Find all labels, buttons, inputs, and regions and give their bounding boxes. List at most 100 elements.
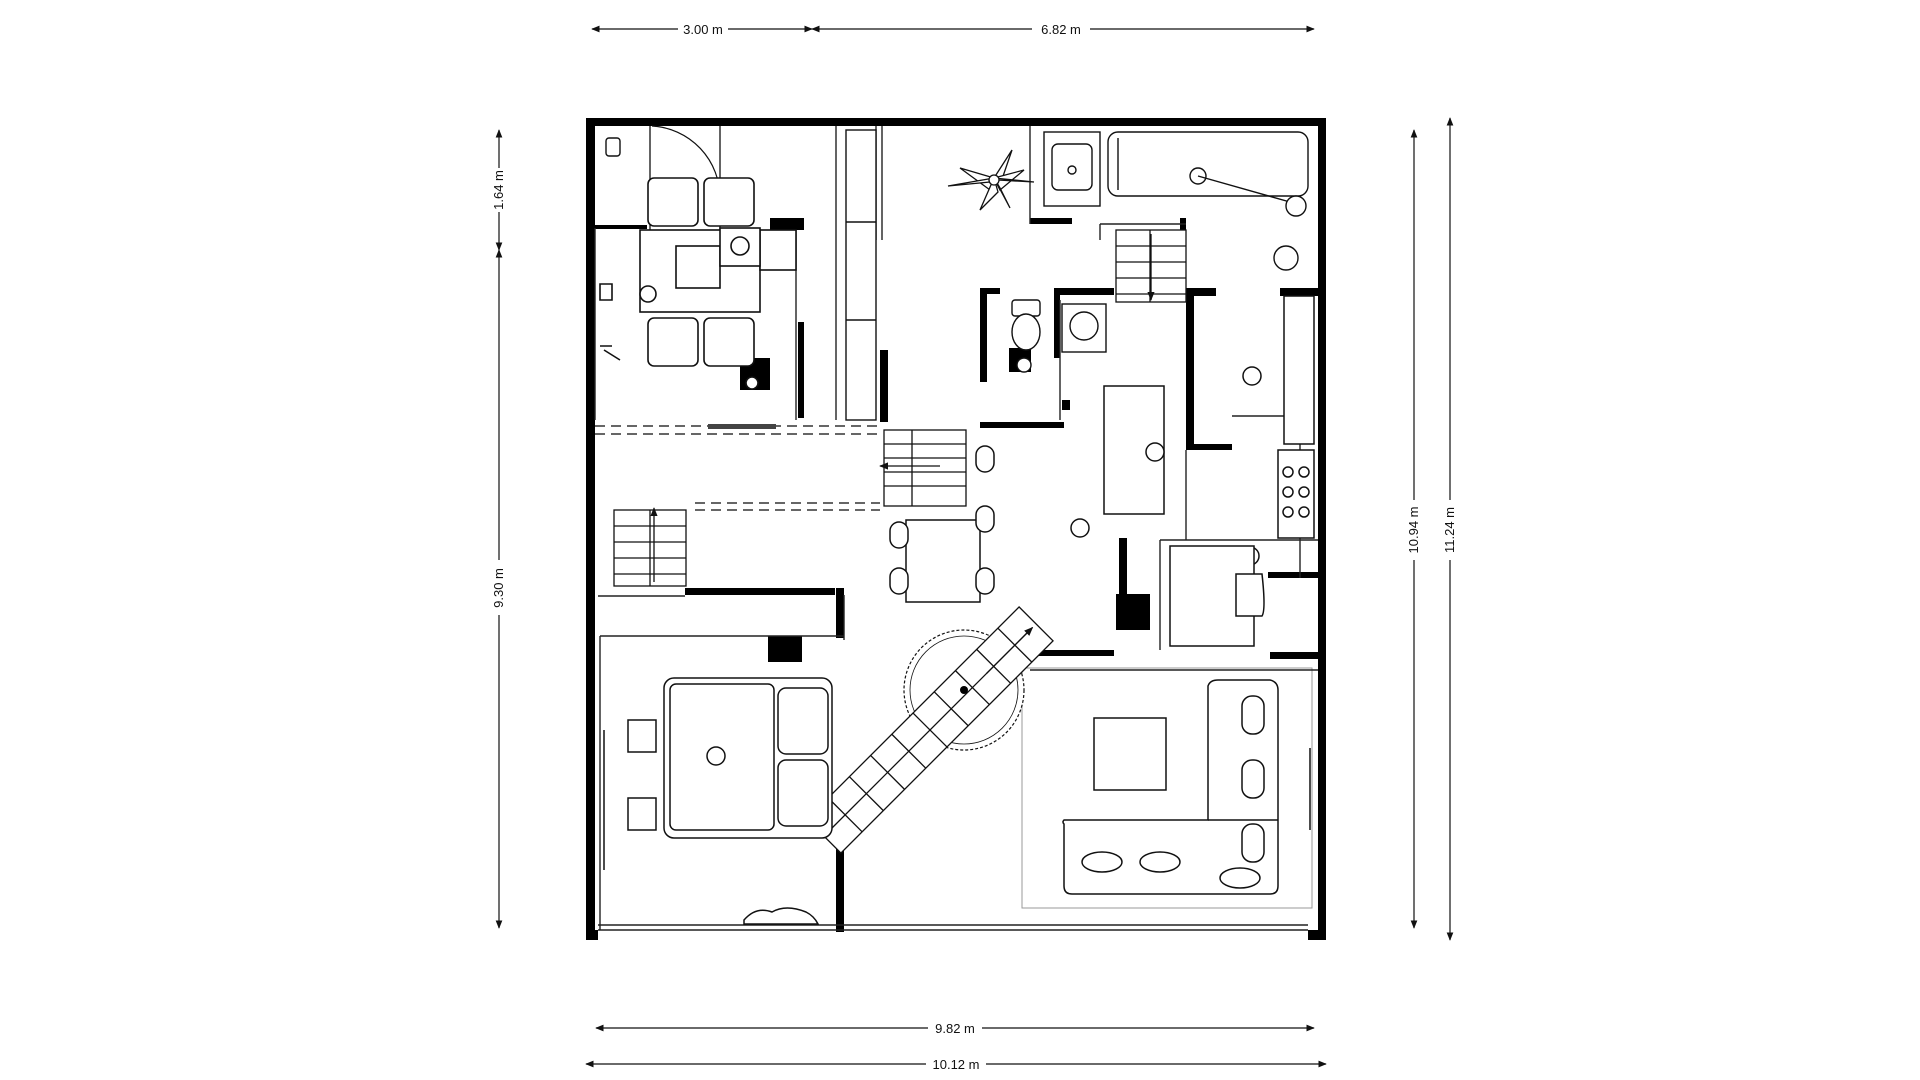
wall-bedroom-right xyxy=(836,588,844,638)
sofa-cushion xyxy=(1081,851,1123,873)
wall-stair-post xyxy=(880,350,888,422)
sofa-cushion xyxy=(1241,823,1265,863)
bedroom xyxy=(603,677,833,925)
counter-top xyxy=(1283,295,1315,445)
light-fixture-icon xyxy=(639,285,657,303)
light-fixture-icon xyxy=(1016,357,1032,373)
basin-icon xyxy=(1069,311,1099,341)
bar-table xyxy=(905,519,981,603)
wall-kitchen-top xyxy=(1268,572,1318,578)
wall-bath-mid xyxy=(1054,288,1060,358)
wall-room-top-right xyxy=(1280,288,1318,296)
burner-icon xyxy=(1282,486,1294,498)
wall-bath-top-right xyxy=(1054,288,1114,295)
nightstand xyxy=(627,719,657,753)
corridor-dashes xyxy=(595,425,880,511)
wall-room-top xyxy=(1180,288,1216,296)
dining-chair xyxy=(703,317,755,367)
bar-stool xyxy=(975,505,995,533)
bathtub xyxy=(1107,131,1309,197)
light-fixture-icon xyxy=(706,746,726,766)
outer-wall-bottom-left xyxy=(586,930,598,940)
outer-wall-top xyxy=(586,118,1326,126)
stair-upper-small xyxy=(1115,229,1187,303)
light-fixture-icon xyxy=(1070,518,1090,538)
wall-bedroom-right-lower xyxy=(836,836,844,932)
outer-wall-bottom-right xyxy=(1308,930,1326,940)
dining-area xyxy=(599,177,797,390)
outer-wall-right xyxy=(1318,118,1326,940)
dim-label-left-upper: 1.64 m xyxy=(491,170,506,210)
outer-wall-left xyxy=(586,118,595,940)
nightstand xyxy=(627,797,657,831)
wall-block-bed xyxy=(768,636,802,662)
burner-icon xyxy=(1282,466,1294,478)
light-fixture-icon xyxy=(1145,442,1165,462)
wall-bath-bottom xyxy=(980,422,1064,428)
bar-stool xyxy=(889,567,909,595)
wall-room-bottom xyxy=(1186,444,1232,450)
wall-stub xyxy=(1062,400,1070,410)
bench-left xyxy=(845,129,877,421)
wall-dining-right xyxy=(798,322,804,418)
wall-room-left xyxy=(1186,290,1194,450)
sliding-door-bar xyxy=(708,424,776,429)
dim-label-bottom-outer: 10.12 m xyxy=(933,1057,980,1072)
shoes-icon xyxy=(743,907,820,925)
wall-living-top-right xyxy=(1270,652,1318,659)
dimension-annotations xyxy=(495,25,1454,1068)
wc-toilet-paper xyxy=(605,137,621,157)
wall-laundry-bottom xyxy=(1030,218,1072,224)
wall-bath-top xyxy=(980,288,1000,294)
wall-block-left xyxy=(1116,594,1150,630)
sofa-cushion xyxy=(1139,851,1181,873)
shelf xyxy=(759,229,797,271)
bed-pillow xyxy=(777,759,829,827)
wall-bedroom-top xyxy=(685,588,835,595)
shower-handle-icon xyxy=(1285,195,1307,217)
stair-left xyxy=(613,507,687,587)
bar-counter xyxy=(889,445,995,603)
wc-center xyxy=(1011,299,1107,373)
stair-center-dot xyxy=(960,686,968,694)
living-room xyxy=(1062,679,1311,895)
light-fixture-icon xyxy=(1242,366,1262,386)
bed-pillow xyxy=(777,687,829,755)
coffee-table xyxy=(1093,717,1167,791)
chair-left xyxy=(599,283,621,361)
light-fixture-icon xyxy=(745,376,759,390)
bar-stool xyxy=(889,521,909,549)
dining-centerpiece xyxy=(675,245,721,289)
light-fixture-icon xyxy=(1273,245,1299,271)
dim-label-top-left: 3.00 m xyxy=(683,22,723,37)
toilet-bowl-icon xyxy=(1011,313,1041,351)
sofa-cushion xyxy=(1241,759,1265,799)
wall-wc-bottom xyxy=(595,225,647,229)
burner-icon xyxy=(1298,466,1310,478)
dim-label-top-right: 6.82 m xyxy=(1041,22,1081,37)
stair-center xyxy=(879,429,967,507)
clock-icon xyxy=(730,236,750,256)
burner-icon xyxy=(1298,486,1310,498)
laundry-bath xyxy=(1043,131,1309,271)
dim-label-bottom-inner: 9.82 m xyxy=(935,1021,975,1036)
dim-label-left-lower: 9.30 m xyxy=(491,568,506,608)
dining-chair xyxy=(703,177,755,227)
plant-icon xyxy=(947,149,1035,211)
wall-dining-right-top xyxy=(770,218,804,230)
dining-chair xyxy=(647,317,699,367)
sofa-cushion xyxy=(1219,867,1261,889)
dim-label-right-inner: 10.94 m xyxy=(1406,507,1421,554)
wall-center-post xyxy=(1119,538,1127,618)
office-chair xyxy=(1235,573,1265,617)
dim-label-right-outer: 11.24 m xyxy=(1442,507,1457,553)
drain-icon xyxy=(1067,165,1077,175)
bar-stool xyxy=(975,445,995,473)
wall-bath-left xyxy=(980,288,987,382)
sectional-sofa xyxy=(1062,679,1279,895)
bar-stool xyxy=(975,567,995,595)
kitchen-area xyxy=(1070,295,1315,647)
kitchen-island xyxy=(1103,385,1165,515)
living-rug xyxy=(1021,667,1313,909)
